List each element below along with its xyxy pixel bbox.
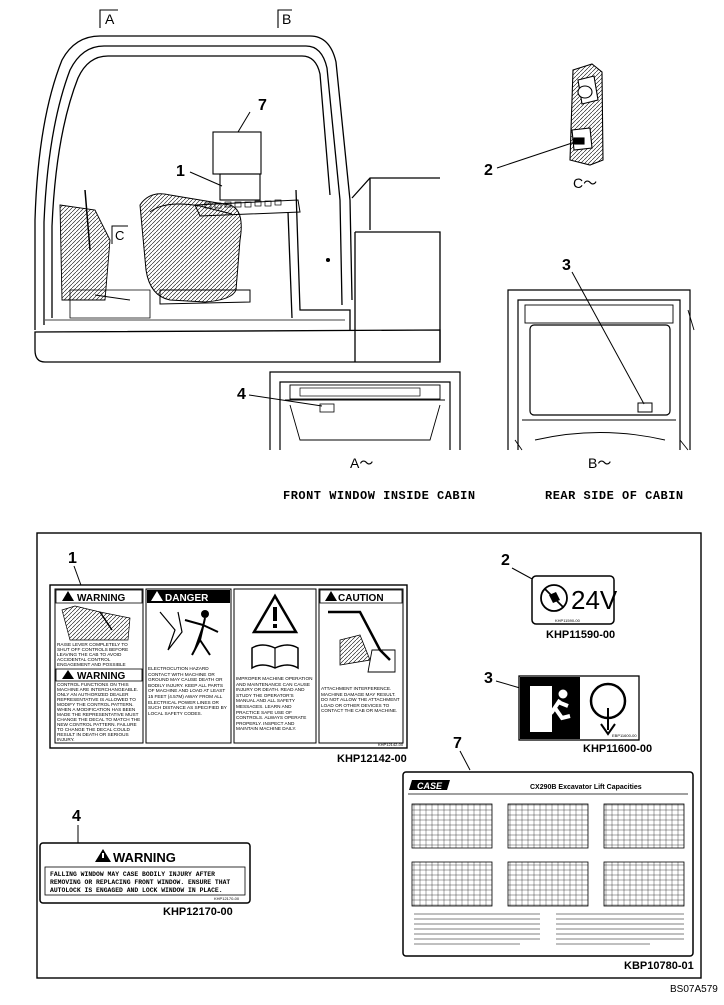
callout-2: 2 [501,552,510,569]
d1-caution-text: ATTACHMENT INTERFERENCE. MACHINE DAMAGE … [321,686,400,714]
callout-1: 1 [68,550,77,567]
d2-voltage: 24V [571,585,618,615]
view-a-front [269,371,461,450]
decal-7: CASE CX290B Excavator Lift Capacities [402,771,694,957]
d3-part-number: KHP11600-00 [583,743,652,755]
section-marker-c: C [115,228,124,243]
d4-title: WARNING [113,850,176,865]
d4-text-3: AUTOLOCK IS ENGAGED AND LOCK WINDOW IN P… [50,887,223,894]
d1-warning-text-2: CONTROL FUNCTIONS ON THIS MACHINE ARE IN… [57,682,141,742]
callout-2-top: 2 [484,162,493,179]
caption-rear-side: REAR SIDE OF CABIN [545,489,684,503]
decal-4: WARNING FALLING WINDOW MAY CASE BODILY I… [39,842,251,904]
d7-part-number: KBP10780-01 [624,960,694,972]
d4-small-code: KHP12170-00 [214,896,240,901]
view-c-console [569,63,604,166]
d7-brand: CASE [417,781,443,791]
callout-3-top: 3 [562,257,571,274]
d4-part-number: KHP12170-00 [163,906,233,918]
d1-warning-text-1: RAISE LEVER COMPLETELY TO SHUT OFF CONTR… [57,642,129,668]
d1-warning-title-2: WARNING [77,671,126,682]
d1-warning-title: WARNING [77,593,126,604]
d2-part-number: KHP11590-00 [546,629,615,641]
callout-7-top: 7 [258,97,267,114]
section-marker-a: A [105,11,115,27]
callout-4-top: 4 [237,386,246,403]
d1-manual-text: IMPROPER MACHINE OPERATION AND MAINTENAN… [236,676,313,732]
decal-2: 24V KHP11590-00 [531,575,618,625]
d2-small-code: KHP11590-00 [555,618,581,623]
decal-panel-frame [36,532,702,979]
caption-front-window: FRONT WINDOW INSIDE CABIN [283,489,476,503]
view-b-title: B～ [588,455,611,471]
d1-small-code: KHP12142-00 [378,742,404,747]
d1-caution-title: CAUTION [338,593,384,604]
callout-3: 3 [484,670,493,687]
d4-text-2: REMOVING OR REPLACING FRONT WINDOW. ENSU… [50,879,230,886]
d3-small-code: EBP11600-00 [612,733,637,738]
view-b-rear [507,289,695,451]
callout-1-top: 1 [176,163,185,180]
decal-3: EBP11600-00 [518,675,640,741]
callout-7: 7 [453,735,462,752]
figure-code: BS07A579 [670,984,718,995]
d1-part-number: KHP12142-00 [337,753,407,765]
callout-4: 4 [72,808,81,825]
d4-text-1: FALLING WINDOW MAY CASE BODILY INJURY AF… [50,871,215,878]
cab-side-view [34,9,441,363]
decal-1: WARNING RAISE LEVER COMPLETELY TO SHUT O… [49,584,408,749]
section-marker-b: B [282,11,291,27]
view-a-title: A～ [350,455,373,471]
section-marker-c-arrow [111,225,128,244]
d1-danger-text: ELECTROCUTION HAZARD CONTACT WITH MACHIN… [148,666,227,716]
d1-danger-title: DANGER [165,593,209,604]
d7-title: CX290B Excavator Lift Capacities [530,784,642,791]
view-c-title: C～ [573,175,597,191]
